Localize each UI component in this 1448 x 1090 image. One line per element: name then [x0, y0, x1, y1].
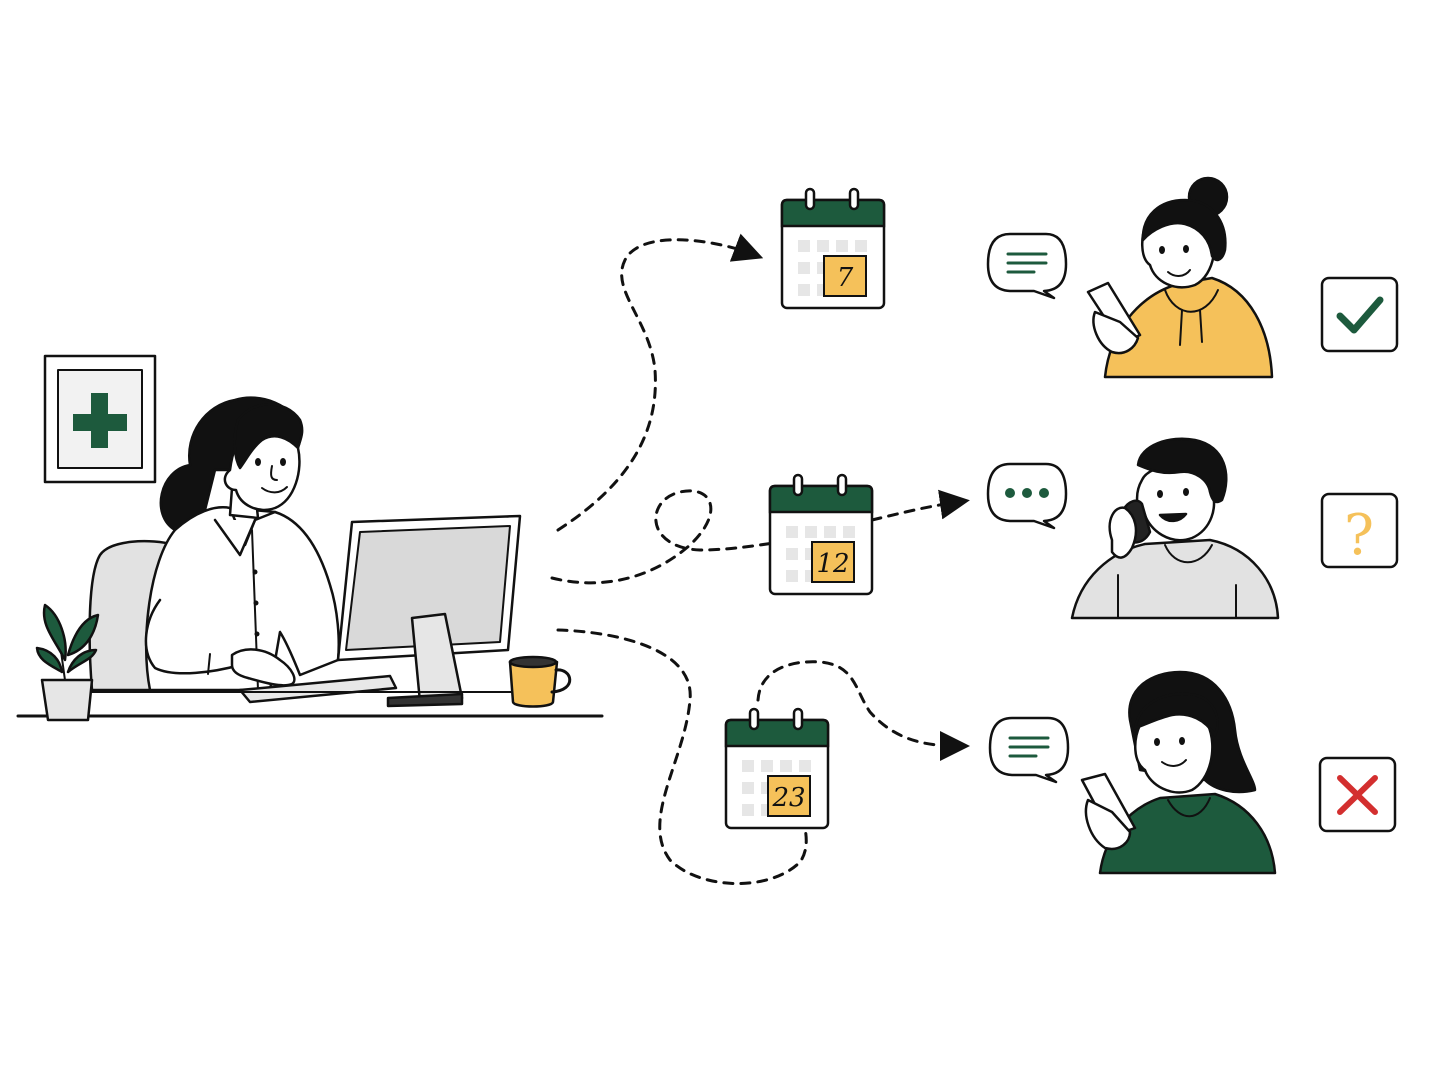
calendar-date: 7: [837, 263, 854, 293]
message-bubble-icon: [988, 716, 1070, 784]
flow-path-3: [556, 628, 808, 885]
calendar-date: 23: [771, 783, 805, 813]
cross-icon: [1318, 756, 1397, 833]
flow-path-2: [550, 489, 782, 585]
calendar-group: 7 12 23: [724, 187, 886, 830]
checkmark-icon: [1320, 276, 1399, 353]
patient-1: [1086, 176, 1274, 379]
patient-3: [1080, 670, 1277, 875]
status-group: ?: [1318, 276, 1399, 833]
arm: [144, 598, 242, 675]
calendar-icon: 23: [724, 707, 830, 830]
computer-monitor: [336, 514, 522, 708]
status-glyph: ?: [1344, 503, 1374, 568]
medical-cross-frame: [43, 354, 157, 484]
message-bubble-icon: [986, 232, 1068, 300]
calendar-icon: 12: [768, 473, 874, 596]
flow-path-1: [556, 233, 764, 532]
medical-cross-icon: [73, 393, 127, 448]
flow-path-2b: [870, 489, 970, 522]
question-mark-icon: ?: [1320, 492, 1399, 569]
hair-front: [233, 403, 304, 470]
flow-paths: [550, 233, 970, 885]
typing-bubble-icon: [986, 462, 1068, 530]
keyboard: [238, 674, 398, 704]
message-bubble-group: [986, 232, 1070, 784]
calendar-date: 12: [816, 549, 849, 579]
receptionist-scene: [16, 354, 604, 722]
flow-path-3b: [756, 660, 970, 761]
calendar-icon: 7: [780, 187, 886, 310]
potted-plant: [35, 603, 100, 722]
patient-2-sweater: [1070, 538, 1280, 620]
coffee-mug: [508, 655, 572, 708]
patient-2: [1070, 437, 1280, 620]
